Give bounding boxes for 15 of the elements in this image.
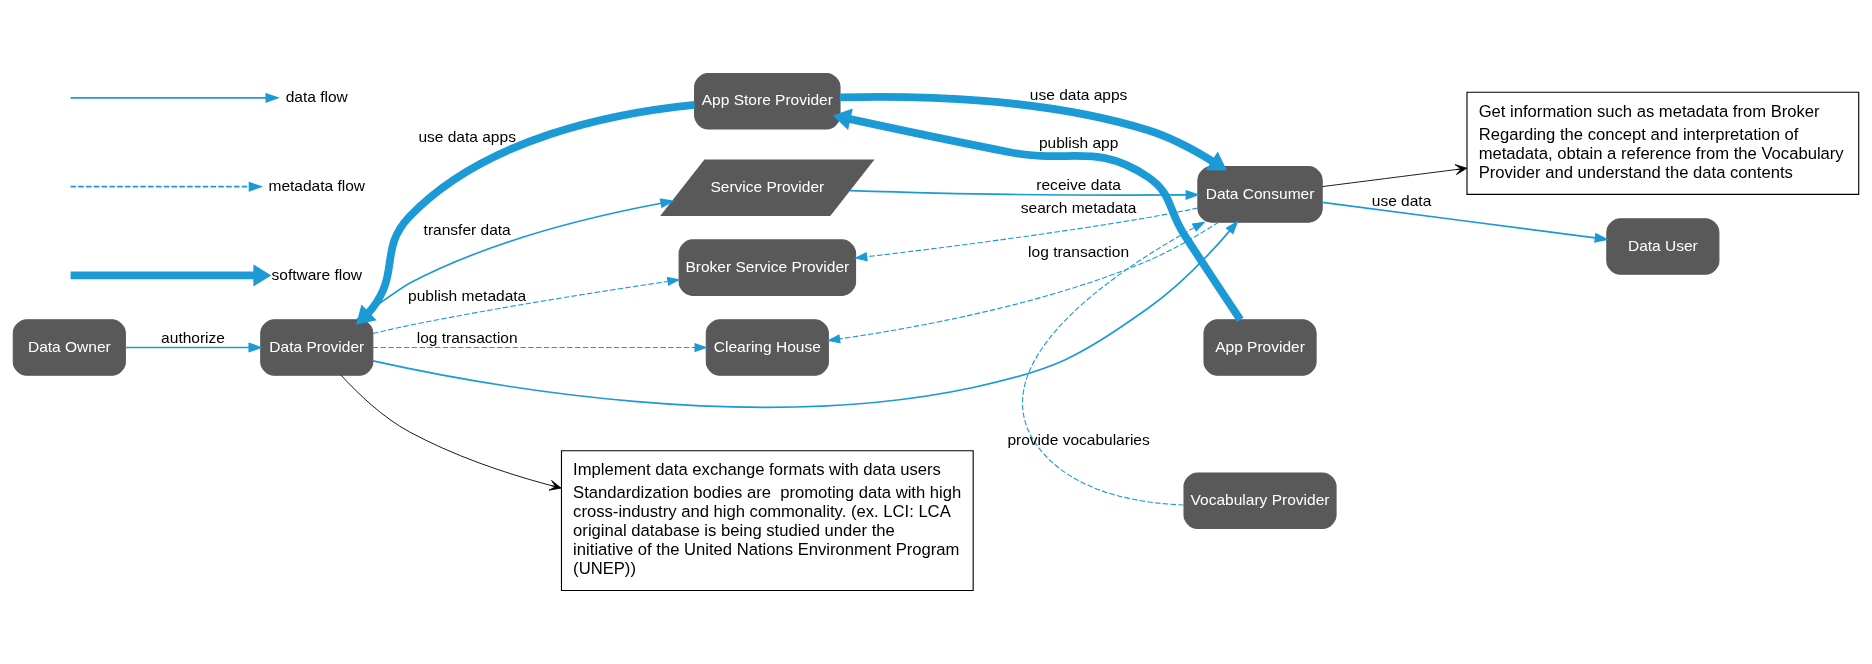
legend-label: software flow <box>271 265 363 283</box>
legend-label: data flow <box>285 87 348 105</box>
edge-label: search metadata <box>1020 199 1137 217</box>
legend-label: metadata flow <box>268 176 366 194</box>
edge-label: transfer data <box>423 220 511 238</box>
edge-label: log transaction <box>416 329 518 347</box>
edge-label: receive data <box>1036 176 1121 194</box>
edge-label: use data <box>1371 191 1432 209</box>
edge-label: provide vocabularies <box>1007 430 1150 448</box>
edge-label: use data apps <box>418 128 516 146</box>
edge-label: use data apps <box>1029 86 1128 104</box>
edge-label: publish app <box>1038 134 1119 152</box>
edge-label: log transaction <box>1028 242 1130 260</box>
edge-label: authorize <box>161 329 225 347</box>
edge-label: publish metadata <box>408 287 527 305</box>
